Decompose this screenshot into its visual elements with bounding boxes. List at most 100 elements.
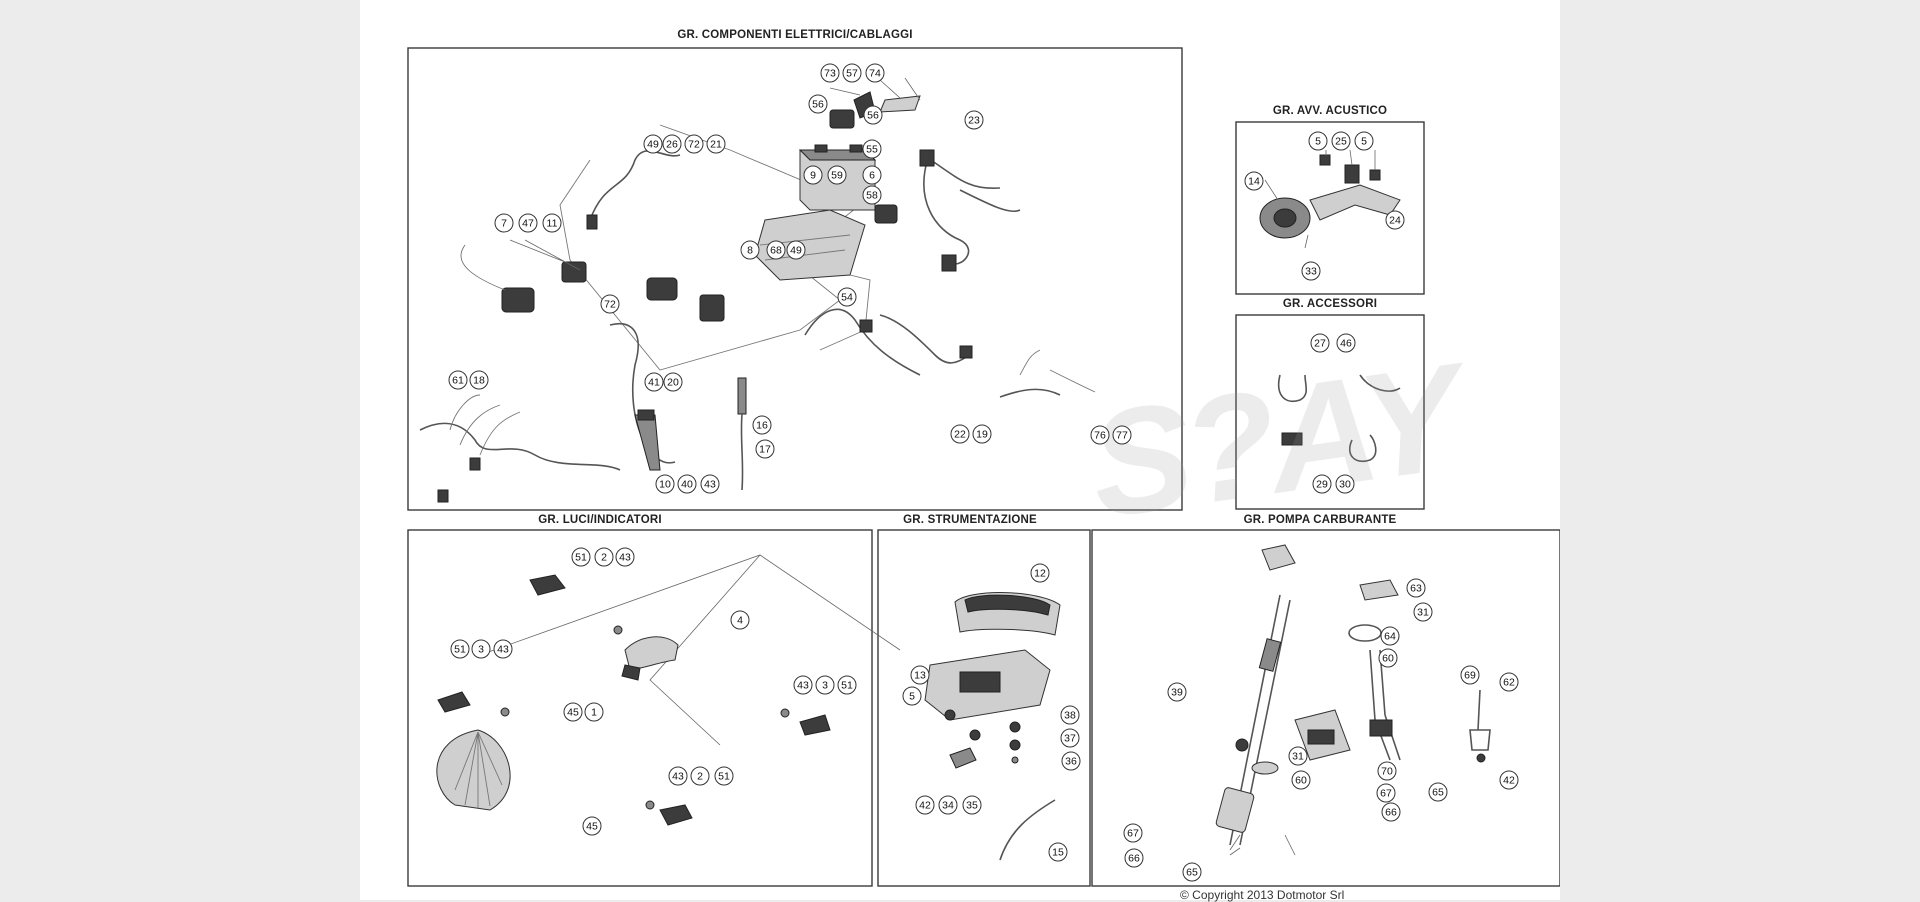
part-callout-acustico: 5 bbox=[1354, 131, 1374, 151]
part-callout-elettrici: 58 bbox=[862, 185, 882, 205]
part-callout-luci: 51 bbox=[714, 766, 734, 786]
part-callout-acustico: 33 bbox=[1301, 261, 1321, 281]
side-stand-switch-icon bbox=[634, 414, 661, 471]
part-callout-accessori: 46 bbox=[1336, 333, 1356, 353]
fuel-sensor-icon bbox=[1469, 689, 1491, 751]
part-callout-luci: 1 bbox=[584, 702, 604, 722]
part-callout-pompa: 39 bbox=[1167, 682, 1187, 702]
part-callout-luci: 43 bbox=[668, 766, 688, 786]
part-callout-strumentazione: 42 bbox=[915, 795, 935, 815]
part-callout-pompa: 69 bbox=[1460, 665, 1480, 685]
part-callout-elettrici: 56 bbox=[863, 105, 883, 125]
part-callout-accessori: 29 bbox=[1312, 474, 1332, 494]
part-callout-luci: 51 bbox=[571, 547, 591, 567]
part-callout-strumentazione: 34 bbox=[938, 795, 958, 815]
rectifier-icon bbox=[561, 261, 587, 283]
part-callout-elettrici: 26 bbox=[662, 134, 682, 154]
connector-icon bbox=[941, 254, 957, 272]
part-callout-elettrici: 17 bbox=[755, 439, 775, 459]
connector-icon bbox=[469, 457, 481, 471]
panel-frame-luci bbox=[407, 529, 873, 887]
panel-title-acustico: GR. AVV. ACUSTICO bbox=[1272, 105, 1388, 117]
part-callout-strumentazione: 15 bbox=[1048, 842, 1068, 862]
part-callout-elettrici: 77 bbox=[1112, 425, 1132, 445]
part-callout-pompa: 70 bbox=[1377, 761, 1397, 781]
cable-tie-icon bbox=[1359, 374, 1401, 392]
part-callout-pompa: 63 bbox=[1406, 578, 1426, 598]
sensor-icon bbox=[737, 377, 747, 415]
part-callout-elettrici: 18 bbox=[469, 370, 489, 390]
part-callout-strumentazione: 13 bbox=[910, 665, 930, 685]
part-callout-pompa: 31 bbox=[1413, 602, 1433, 622]
copyright-text: © Copyright 2013 Dotmotor Srl bbox=[1180, 888, 1345, 902]
panel-frame-strumentazione bbox=[877, 529, 1091, 887]
part-callout-elettrici: 55 bbox=[862, 139, 882, 159]
part-callout-strumentazione: 35 bbox=[962, 795, 982, 815]
part-callout-elettrici: 59 bbox=[827, 165, 847, 185]
connector-icon bbox=[919, 149, 935, 167]
part-callout-elettrici: 9 bbox=[803, 165, 823, 185]
part-callout-luci: 45 bbox=[563, 702, 583, 722]
part-callout-elettrici: 56 bbox=[808, 94, 828, 114]
part-callout-elettrici: 76 bbox=[1090, 425, 1110, 445]
part-callout-elettrici: 43 bbox=[700, 474, 720, 494]
part-callout-accessori: 30 bbox=[1335, 474, 1355, 494]
panel-frame-pompa bbox=[1091, 529, 1560, 887]
part-callout-pompa: 62 bbox=[1499, 672, 1519, 692]
indicator-icon bbox=[659, 804, 693, 826]
wiring-harness-drawing bbox=[419, 77, 1096, 503]
part-callout-elettrici: 6 bbox=[862, 165, 882, 185]
part-callout-luci: 43 bbox=[615, 547, 635, 567]
speedo-cable-icon bbox=[999, 799, 1056, 861]
connector-icon bbox=[437, 489, 449, 503]
part-callout-elettrici: 72 bbox=[684, 134, 704, 154]
part-callout-pompa: 64 bbox=[1380, 626, 1400, 646]
part-callout-acustico: 14 bbox=[1244, 171, 1264, 191]
part-callout-elettrici: 16 bbox=[752, 415, 772, 435]
indicator-icon bbox=[437, 691, 471, 713]
part-callout-strumentazione: 37 bbox=[1060, 728, 1080, 748]
part-callout-luci: 3 bbox=[471, 639, 491, 659]
gasket-icon bbox=[1359, 579, 1399, 601]
part-callout-strumentazione: 38 bbox=[1060, 705, 1080, 725]
clip-icon bbox=[1281, 432, 1303, 446]
dashboard-drawing bbox=[924, 592, 1061, 861]
part-callout-pompa: 67 bbox=[1376, 783, 1396, 803]
part-callout-elettrici: 11 bbox=[542, 213, 562, 233]
part-callout-elettrici: 47 bbox=[518, 213, 538, 233]
part-callout-elettrici: 49 bbox=[643, 134, 663, 154]
part-callout-elettrici: 72 bbox=[600, 294, 620, 314]
horn-drawing bbox=[1259, 149, 1401, 249]
part-callout-elettrici: 19 bbox=[972, 424, 992, 444]
part-callout-accessori: 27 bbox=[1310, 333, 1330, 353]
part-callout-luci: 3 bbox=[815, 675, 835, 695]
part-callout-acustico: 24 bbox=[1385, 210, 1405, 230]
fuel-pump-icon bbox=[1215, 787, 1255, 833]
part-callout-elettrici: 57 bbox=[842, 63, 862, 83]
part-callout-elettrici: 10 bbox=[655, 474, 675, 494]
relay-8-icon bbox=[646, 277, 678, 301]
part-callout-pompa: 60 bbox=[1378, 648, 1398, 668]
part-callout-elettrici: 41 bbox=[644, 372, 664, 392]
panel-title-luci: GR. LUCI/INDICATORI bbox=[538, 514, 662, 526]
panel-title-strumentazione: GR. STRUMENTAZIONE bbox=[903, 514, 1037, 526]
part-callout-luci: 43 bbox=[793, 675, 813, 695]
part-callout-elettrici: 7 bbox=[494, 213, 514, 233]
part-callout-elettrici: 68 bbox=[766, 240, 786, 260]
part-callout-elettrici: 74 bbox=[865, 63, 885, 83]
part-callout-pompa: 60 bbox=[1291, 770, 1311, 790]
part-callout-pompa: 66 bbox=[1124, 848, 1144, 868]
panel-frame-elettrici bbox=[407, 47, 1183, 511]
part-callout-pompa: 65 bbox=[1182, 862, 1202, 882]
regulator-icon bbox=[501, 287, 535, 313]
part-callout-luci: 51 bbox=[837, 675, 857, 695]
pump-cover-icon bbox=[1261, 544, 1296, 571]
panel-frame-accessori bbox=[1235, 314, 1425, 510]
part-callout-strumentazione: 5 bbox=[902, 686, 922, 706]
panel-title-elettrici: GR. COMPONENTI ELETTRICI/CABLAGGI bbox=[677, 29, 913, 41]
part-callout-strumentazione: 12 bbox=[1030, 563, 1050, 583]
part-callout-luci: 43 bbox=[493, 639, 513, 659]
relay-icon bbox=[874, 204, 898, 224]
part-callout-pompa: 31 bbox=[1288, 746, 1308, 766]
